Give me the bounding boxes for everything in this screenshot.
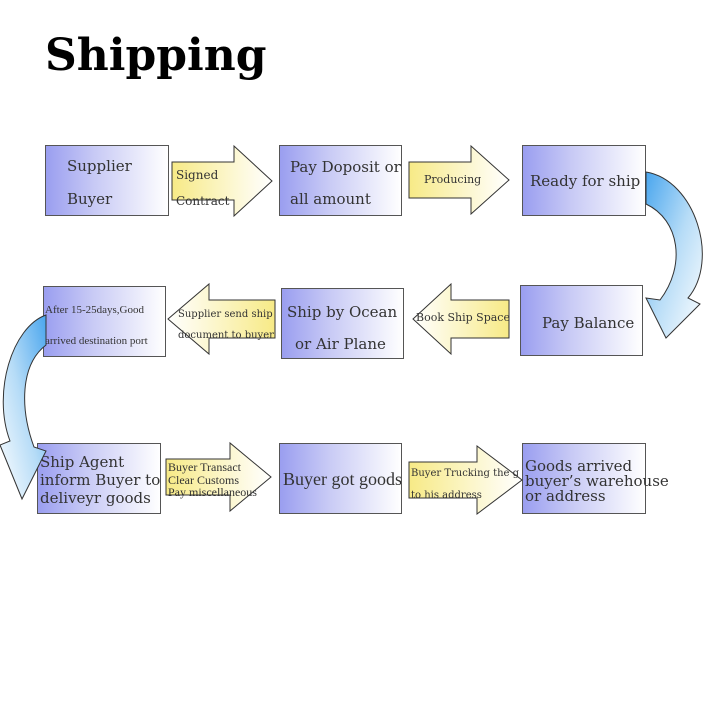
producing-arrow bbox=[408, 144, 510, 216]
pay-deposit-line1: Pay Doposit or bbox=[290, 158, 401, 176]
buyer-transact-line2: Clear Customs bbox=[168, 472, 239, 487]
pay-balance-box: Pay Balance bbox=[520, 285, 643, 356]
curve-arrow-left bbox=[0, 314, 47, 501]
buyer-transact-line1: Buyer Transact bbox=[168, 460, 241, 474]
buyer-got-goods-box: Buyer got goods bbox=[279, 443, 402, 514]
pay-deposit-line2: all amount bbox=[290, 190, 371, 208]
ship-by-ocean-line1: Ship by Ocean bbox=[287, 303, 398, 321]
buyer-trucking-label: Buyer Trucking the g to his address bbox=[411, 463, 519, 507]
supplier-send-line1: Supplier send ship bbox=[178, 309, 273, 320]
buyer-transact-line3: Pay miscellaneous bbox=[168, 485, 257, 499]
ship-agent-line3: deliveyr goods bbox=[40, 489, 151, 507]
signed-contract-label: Signed Contract bbox=[176, 162, 229, 214]
ready-for-ship-box: Ready for ship bbox=[522, 145, 646, 216]
supplier-send-label: Supplier send ship document to buyer bbox=[178, 304, 274, 346]
goods-arrived-line2: buyer’s warehouse bbox=[525, 472, 669, 490]
contract-label: Contract bbox=[176, 194, 230, 208]
ship-by-ocean-box: Ship by Ocean or Air Plane bbox=[281, 288, 404, 359]
buyer-label: Buyer bbox=[67, 190, 113, 208]
supplier-buyer-box: Supplier Buyer bbox=[45, 145, 169, 216]
curve-arrow-right bbox=[645, 171, 703, 339]
after-days-line2: arrived destination port bbox=[45, 335, 148, 347]
buyer-trucking-line2: to his address bbox=[411, 490, 482, 501]
supplier-send-line2: document to buyer bbox=[178, 330, 274, 341]
page-title: Shipping bbox=[45, 30, 267, 81]
after-days-line1: After 15-25days,Good bbox=[45, 304, 144, 316]
after-days-box: After 15-25days,Good arrived destination… bbox=[43, 286, 166, 357]
ship-agent-line2: inform Buyer to bbox=[40, 471, 161, 489]
pay-balance-label: Pay Balance bbox=[542, 314, 635, 332]
buyer-transact-arrow bbox=[165, 441, 272, 513]
goods-arrived-line3: or address bbox=[525, 487, 606, 505]
ship-by-ocean-line2: or Air Plane bbox=[295, 335, 386, 353]
ready-for-ship-label: Ready for ship bbox=[530, 172, 641, 190]
ship-agent-box: Ship Agent inform Buyer to deliveyr good… bbox=[37, 443, 161, 514]
pay-deposit-box: Pay Doposit or all amount bbox=[279, 145, 402, 216]
buyer-trucking-arrow bbox=[408, 444, 523, 516]
goods-arrived-box: Goods arrived buyer’s warehouse or addre… bbox=[522, 443, 669, 514]
ship-agent-line1: Ship Agent bbox=[40, 453, 125, 471]
goods-arrived-line1: Goods arrived bbox=[525, 457, 633, 475]
book-ship-space-label: Book Ship Space bbox=[416, 311, 510, 324]
supplier-send-arrow bbox=[167, 282, 276, 356]
signed-contract-arrow bbox=[171, 144, 273, 218]
buyer-trucking-line1: Buyer Trucking the g bbox=[411, 468, 520, 479]
buyer-transact-label: Buyer Transact Clear Customs Pay miscell… bbox=[168, 461, 257, 499]
producing-label: Producing bbox=[424, 173, 482, 186]
supplier-label: Supplier bbox=[67, 157, 132, 175]
book-ship-space-arrow bbox=[412, 282, 510, 356]
signed-label: Signed bbox=[176, 168, 219, 182]
buyer-got-goods-label: Buyer got goods bbox=[283, 469, 402, 489]
